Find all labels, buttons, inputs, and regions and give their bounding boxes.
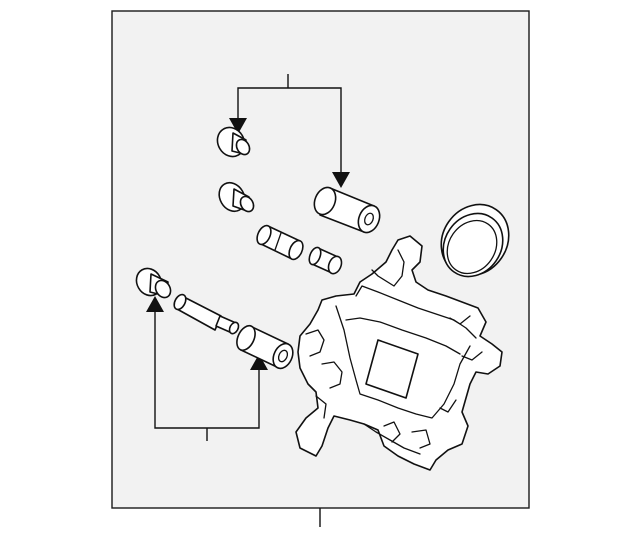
arrowhead-lower-right xyxy=(250,354,268,370)
arrowhead-upper-right xyxy=(332,172,350,188)
guide-pin-long xyxy=(173,293,240,335)
guide-pin-boot-lower xyxy=(135,267,172,299)
guide-pin-cap xyxy=(308,246,343,275)
caliper-housing xyxy=(295,235,503,471)
bushing-lower xyxy=(236,324,294,370)
bushing-upper xyxy=(313,186,381,234)
arrowhead-lower-left xyxy=(146,296,164,312)
upper-callout-leader xyxy=(229,74,350,188)
guide-pin-boot-upper xyxy=(216,126,251,158)
arrowhead-upper-left xyxy=(229,118,247,134)
guide-pin-boot-middle xyxy=(218,181,255,213)
lower-callout-leader xyxy=(146,296,268,441)
piston-seal-ring xyxy=(440,203,510,278)
guide-pin-short xyxy=(256,224,304,261)
